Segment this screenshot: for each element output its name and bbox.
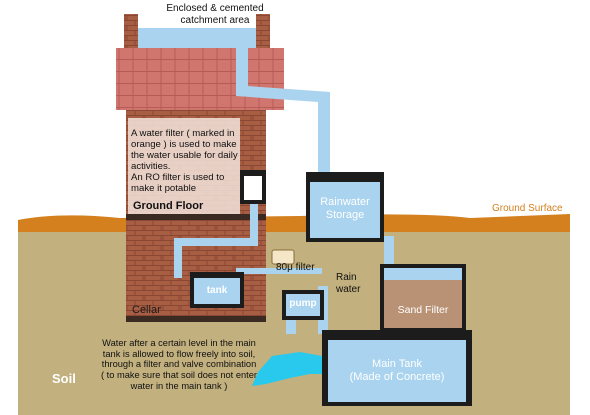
soil-label: Soil xyxy=(52,371,76,386)
sand-filter-label: Sand Filter xyxy=(397,304,449,316)
rain-water-label: Rain water xyxy=(336,272,361,295)
rainwater-storage-label: Rainwater Storage xyxy=(320,196,370,221)
ground-floor-slab xyxy=(126,214,266,220)
pump-label: pump xyxy=(289,298,317,309)
filter-note: A water filter ( marked in orange ) is u… xyxy=(131,128,238,195)
ground-floor-label: Ground Floor xyxy=(133,200,204,212)
catchment-area xyxy=(138,28,256,48)
ground-surface-label: Ground Surface xyxy=(492,203,563,214)
cellar-label: Cellar xyxy=(132,304,161,316)
main-tank-label: Main Tank (Made of Concrete) xyxy=(349,358,445,383)
filter-80u xyxy=(271,249,295,265)
filter-80u-label: 80μ filter xyxy=(276,262,315,273)
cellar-floor xyxy=(126,316,266,322)
chimney-right xyxy=(256,14,270,48)
chimney-left xyxy=(124,14,138,48)
seepage-water xyxy=(252,352,322,386)
ground-surface-band xyxy=(18,214,570,232)
tank-label: tank xyxy=(206,285,228,296)
roof xyxy=(116,48,284,110)
catchment-label: Enclosed & cemented catchment area xyxy=(166,3,264,26)
overflow-note: Water after a certain level in the main … xyxy=(100,338,258,391)
filter-note-panel xyxy=(128,118,240,214)
